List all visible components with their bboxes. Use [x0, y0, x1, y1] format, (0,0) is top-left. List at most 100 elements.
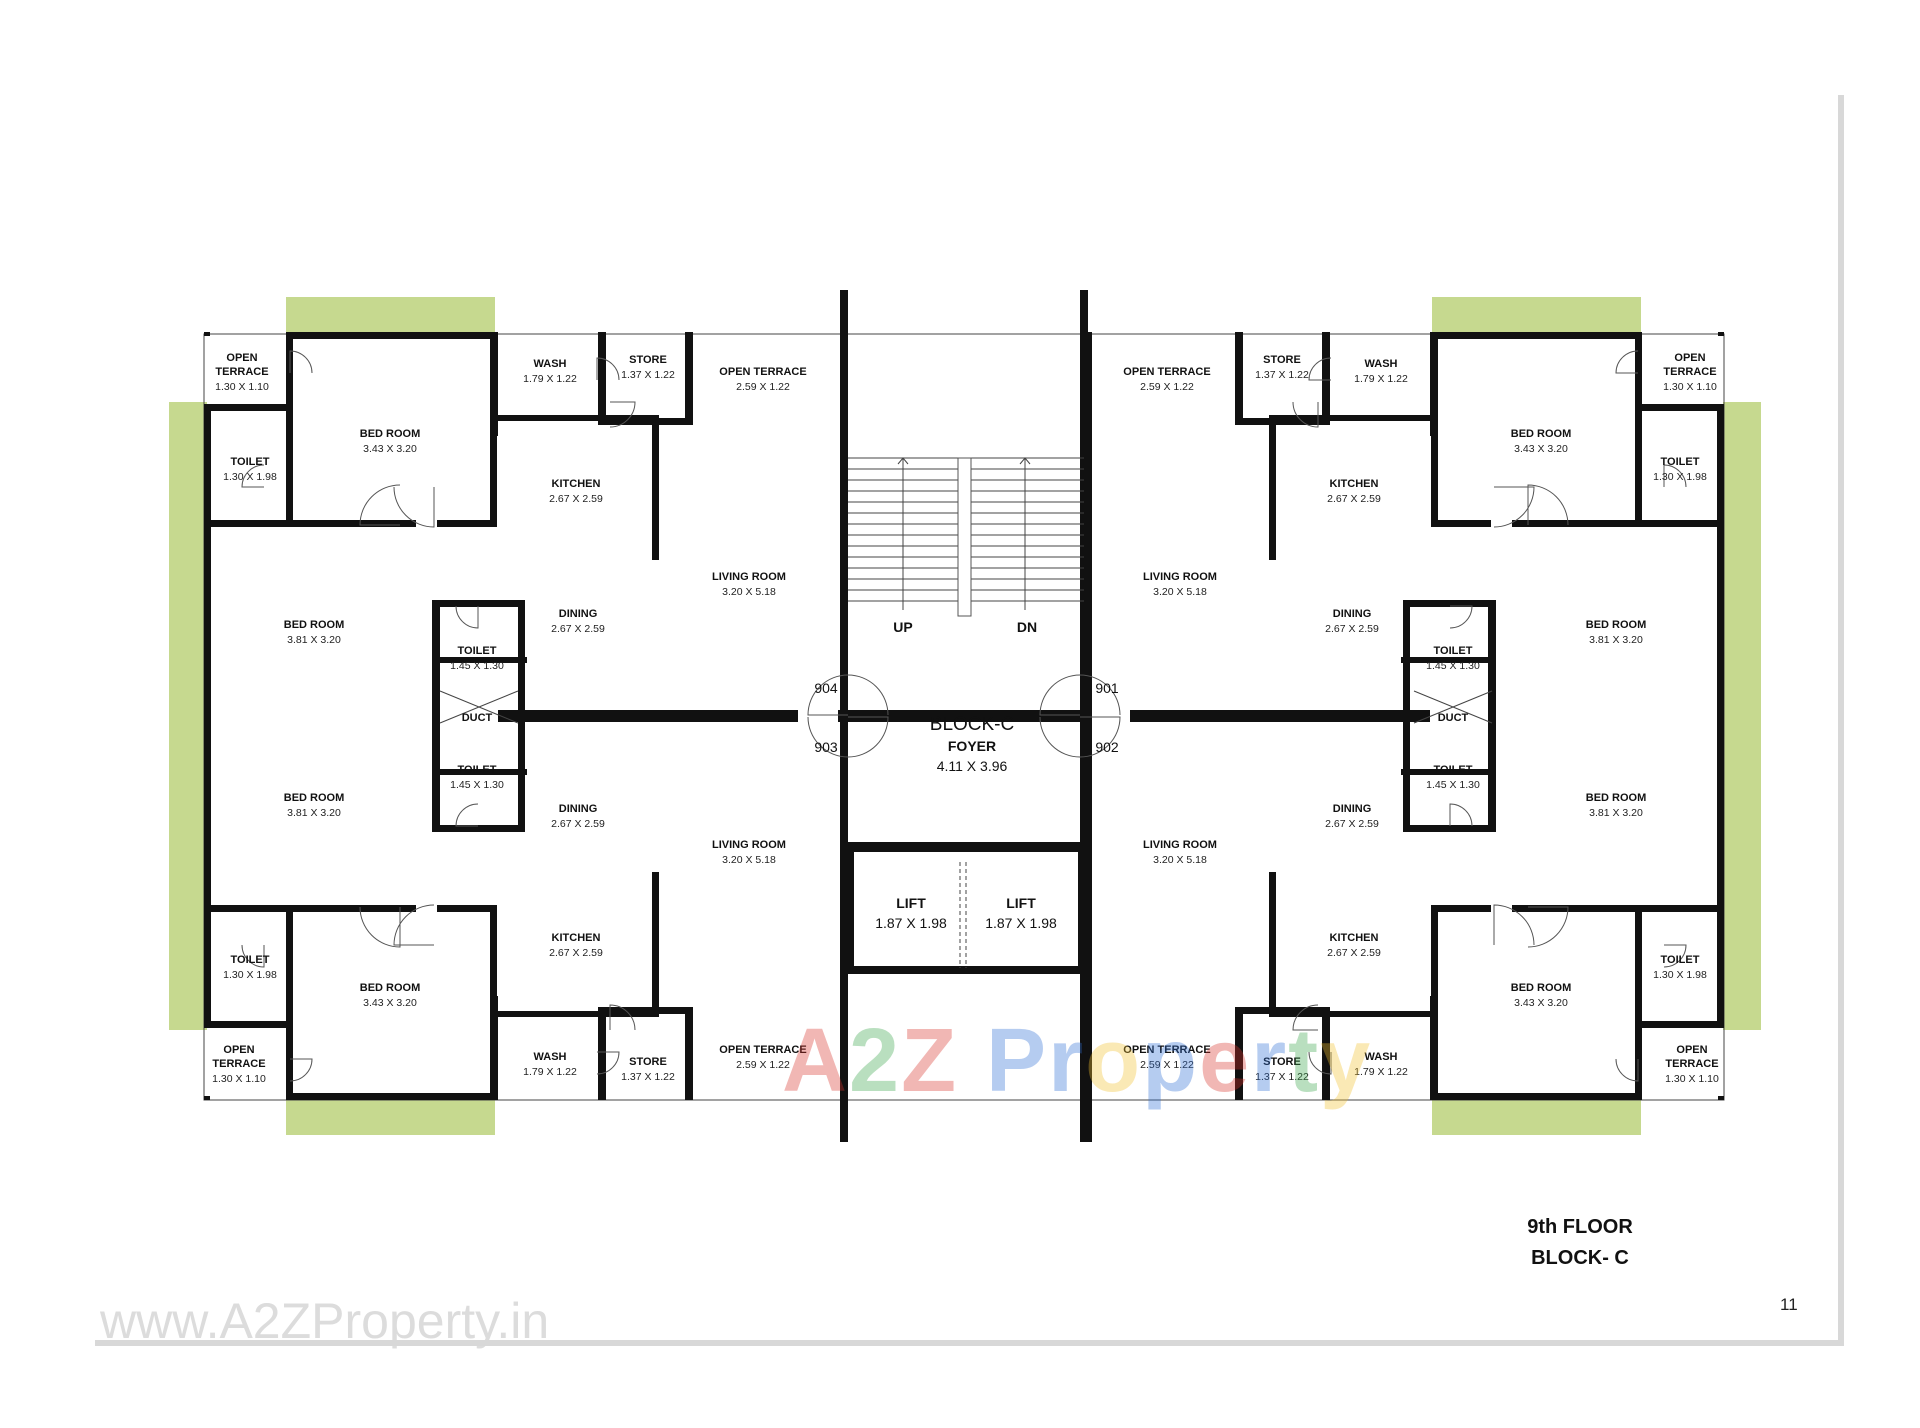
wash-label: WASH: [1365, 1051, 1398, 1063]
wall-segment: [1431, 415, 1438, 527]
toilet-corner-label: TOILET: [231, 456, 270, 468]
wall-segment: [204, 1021, 290, 1028]
bed-room-label: BED ROOM: [284, 792, 345, 804]
store-dim: 1.37 X 1.22: [1255, 1071, 1309, 1083]
lift-left-dim: 1.87 X 1.98: [875, 915, 947, 931]
flat-904: OPEN TERRACE 1.30 X 1.10 BED ROOM 3.43 X…: [215, 352, 807, 724]
open-terrace-dim: 2.59 X 1.22: [1140, 1059, 1194, 1071]
open-terrace-dim: 2.59 X 1.22: [1140, 381, 1194, 393]
door-swing: [1308, 1051, 1332, 1075]
door-swing: [1449, 803, 1473, 827]
door-swing: [1663, 464, 1687, 488]
duct-label: DUCT: [462, 712, 493, 724]
brand-letter: p: [1142, 1011, 1200, 1111]
wall-segment: [493, 415, 658, 421]
door-swing: [807, 674, 889, 716]
bed-room-corner-dim: 3.43 X 3.20: [363, 997, 417, 1009]
wall-segment: [432, 769, 527, 775]
open-terrace-small-dim: 1.30 X 1.10: [1663, 381, 1717, 393]
door-swing: [455, 605, 479, 629]
wall-segment: [1431, 905, 1438, 1017]
wall-segment: [1078, 852, 1084, 972]
toilet-corner-label: TOILET: [1661, 954, 1700, 966]
wall-segment: [1634, 520, 1724, 527]
door-swing: [596, 1051, 620, 1075]
wall-segment: [204, 404, 290, 411]
open-terrace-small-label-1: OPEN: [1674, 352, 1705, 364]
toilet-label: TOILET: [1434, 645, 1473, 657]
wall-segment: [685, 1007, 693, 1100]
unit-901-label: 901: [1095, 680, 1119, 696]
door-swing: [1039, 674, 1121, 716]
wall-segment: [432, 657, 527, 663]
door-swing: [596, 357, 620, 381]
doors: [241, 350, 1687, 1082]
wall-segment: [1433, 332, 1642, 339]
store-label: STORE: [629, 1056, 667, 1068]
dining-label: DINING: [559, 608, 598, 620]
wash-label: WASH: [1365, 358, 1398, 370]
toilet-dim: 1.45 X 1.30: [1426, 779, 1480, 791]
wall-segment: [1404, 600, 1496, 607]
kitchen-label: KITCHEN: [552, 478, 601, 490]
duct-label: DUCT: [1438, 712, 1469, 724]
duct-cross: [1413, 690, 1493, 724]
open-terrace-label: OPEN TERRACE: [719, 366, 806, 378]
unit-902-label: 902: [1095, 739, 1119, 755]
wall-segment: [1235, 332, 1243, 425]
dining-label: DINING: [1333, 803, 1372, 815]
wall-segment: [286, 1093, 495, 1100]
bed-room-corner-dim: 3.43 X 3.20: [363, 443, 417, 455]
unit-903-label: 903: [814, 739, 838, 755]
door-swing: [241, 464, 265, 488]
lifts: LIFT 1.87 X 1.98 LIFT 1.87 X 1.98: [875, 862, 1057, 968]
wall-segment: [930, 842, 950, 852]
brand-letter: A: [782, 1011, 849, 1111]
store-label: STORE: [1263, 1056, 1301, 1068]
balcony-top-left: [286, 297, 495, 335]
wall-segment: [1080, 290, 1088, 710]
wall-segment: [1235, 418, 1330, 425]
wall-segment: [204, 520, 294, 527]
open-terrace-small-dim: 1.30 X 1.10: [212, 1073, 266, 1085]
wall-segment: [1431, 520, 1491, 527]
living-room-dim: 3.20 X 5.18: [1153, 854, 1207, 866]
wall-segment: [1433, 1093, 1642, 1100]
wall-segment: [838, 710, 966, 717]
stair-divider: [957, 457, 972, 617]
store-dim: 1.37 X 1.22: [621, 369, 675, 381]
wall-segment: [490, 996, 498, 1100]
open-terrace-small-label-2: TERRACE: [1663, 366, 1716, 378]
wall-segment: [1235, 1007, 1330, 1014]
wall-segment: [598, 418, 693, 425]
duct-cross: [439, 690, 519, 724]
open-terrace-dim: 2.59 X 1.22: [736, 381, 790, 393]
bed-room-dim: 3.81 X 3.20: [287, 634, 341, 646]
wall-segment: [1718, 332, 1724, 336]
bed-room-corner-label: BED ROOM: [1511, 428, 1572, 440]
door-swing: [1615, 350, 1639, 374]
open-terrace-small-label-1: OPEN: [226, 352, 257, 364]
wall-segment: [1717, 716, 1724, 1028]
kitchen-dim: 2.67 X 2.59: [1327, 493, 1381, 505]
flat-901: OPEN TERRACE 2.59 X 1.22 STORE 1.37 X 1.…: [1123, 352, 1717, 724]
living-room-label: LIVING ROOM: [1143, 571, 1217, 583]
bed-room-corner-dim: 3.43 X 3.20: [1514, 997, 1568, 1009]
door-swing: [241, 944, 265, 968]
living-room-label: LIVING ROOM: [712, 571, 786, 583]
toilet-dim: 1.45 X 1.30: [1426, 660, 1480, 672]
brand-letter: Z: [901, 1011, 959, 1111]
door-swing: [455, 803, 479, 827]
toilet-label: TOILET: [1434, 764, 1473, 776]
door-swing: [1527, 484, 1569, 526]
wall-segment: [1634, 905, 1724, 912]
dining-dim: 2.67 X 2.59: [1325, 818, 1379, 830]
brand-letter: P: [986, 1011, 1049, 1111]
wall-segment: [1130, 715, 1430, 722]
toilet-corner-dim: 1.30 X 1.98: [223, 969, 277, 981]
brand-letter: 2: [849, 1011, 902, 1111]
toilet-corner-dim: 1.30 X 1.98: [1653, 969, 1707, 981]
wall-segment: [685, 332, 693, 425]
wall-segment: [1269, 415, 1276, 560]
toilet-label: TOILET: [458, 764, 497, 776]
